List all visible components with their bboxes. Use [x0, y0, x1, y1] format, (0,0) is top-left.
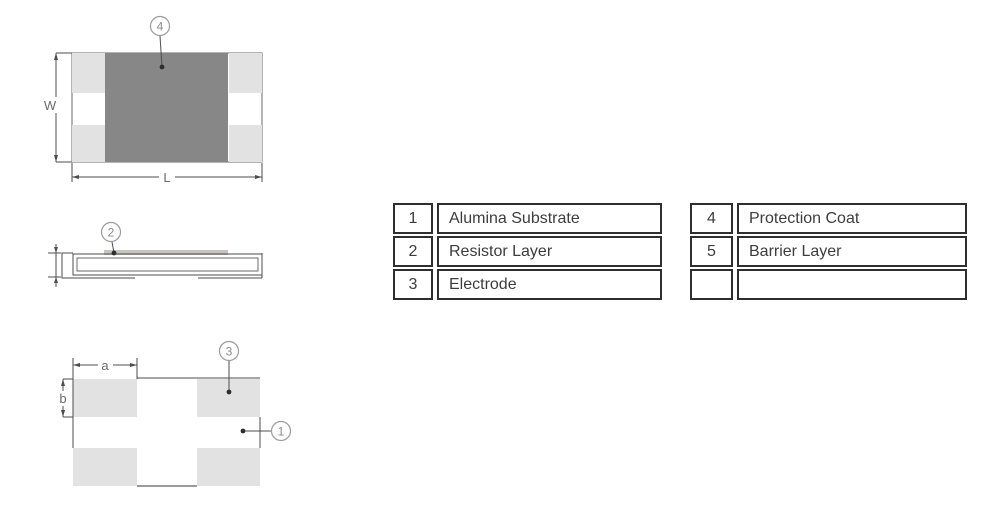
callout-1-dot [240, 428, 246, 434]
dim-a-label: a [101, 358, 109, 373]
legend-cell-label [737, 269, 967, 300]
callout-2-dot [111, 250, 117, 256]
legend-cell-label: Barrier Layer [737, 236, 967, 267]
dim-a-label-bg [98, 358, 113, 373]
top-view-protection-coat [105, 53, 228, 162]
dim-w-label-bg [43, 97, 57, 113]
callout-4-circle [149, 15, 171, 37]
top-view-electrode-pad-bottom-left [72, 125, 105, 162]
callout-1-circle [270, 420, 292, 442]
dim-l-arrow-left [72, 175, 79, 179]
top-view-electrode-pad-bottom-right [229, 125, 262, 162]
legend-cell-number: 2 [393, 236, 433, 267]
side-view: 2 [48, 221, 263, 287]
side-view-substrate-inner-line [76, 257, 259, 272]
callout-4-number: 4 [157, 20, 164, 34]
bottom-view-electrode-pad-bottom-right [197, 448, 260, 486]
callout-2-circle [100, 221, 122, 243]
dim-b-label: b [59, 391, 66, 406]
bottom-view-electrode-pad-top-left [73, 379, 137, 417]
legend-cell-number: 3 [393, 269, 433, 300]
callout-3-dot [226, 389, 232, 395]
dim-l-label: L [163, 170, 170, 185]
legend-cell-number: 4 [690, 203, 733, 234]
top-view-electrode-pad-top-right [229, 53, 262, 93]
dim-a-arrow-right [130, 363, 137, 367]
bottom-view: a b 3 1 [56, 340, 292, 487]
callout-4-dot [159, 64, 165, 70]
dim-b-arrow-bottom [61, 410, 65, 417]
callout-1-number: 1 [278, 425, 285, 439]
top-view-electrode-pad-top-left [72, 53, 105, 93]
dim-l-arrow-right [255, 175, 262, 179]
dim-b-arrow-top [61, 379, 65, 386]
legend-cell-label: Alumina Substrate [437, 203, 662, 234]
side-view-resistor-layer [104, 250, 228, 255]
dim-t-arrow-top [54, 247, 58, 253]
legend-cell-number: 1 [393, 203, 433, 234]
dim-t-arrow-bottom [54, 277, 58, 283]
callout-3-number: 3 [226, 345, 233, 359]
callout-2-number: 2 [108, 226, 115, 240]
legend-cell-number: 5 [690, 236, 733, 267]
dim-w-arrow-top [54, 53, 58, 60]
legend-cell-number [690, 269, 733, 300]
callout-4-leader [159, 35, 163, 68]
callout-3-circle [218, 340, 240, 362]
dim-w-arrow-bottom [54, 155, 58, 162]
bottom-view-electrode-pad-bottom-left [73, 448, 137, 486]
legend-table-right: 4 Protection Coat 5 Barrier Layer [690, 203, 967, 300]
side-view-substrate-outline [72, 253, 263, 276]
dim-b-label-bg [56, 391, 70, 406]
legend-cell-label: Resistor Layer [437, 236, 662, 267]
dim-a-arrow-left [73, 363, 80, 367]
dim-l-label-bg [159, 169, 175, 185]
legend-table-left: 1 Alumina Substrate 2 Resistor Layer 3 E… [393, 203, 662, 300]
legend-cell-label: Protection Coat [737, 203, 967, 234]
dim-w-label: W [44, 98, 57, 113]
side-view-left-terminal [61, 252, 73, 279]
top-view: W L 4 [43, 15, 263, 185]
legend-cell-label: Electrode [437, 269, 662, 300]
